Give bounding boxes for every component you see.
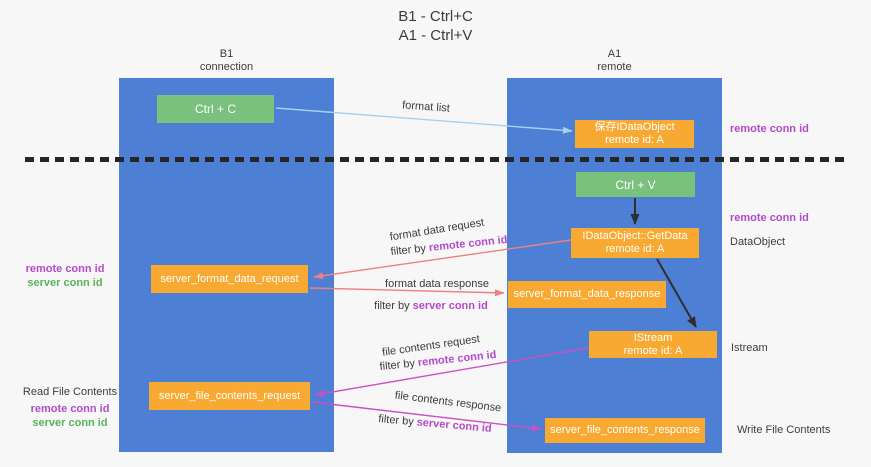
istream-line1: IStream — [633, 331, 673, 344]
istream-line2: remote id: A — [623, 344, 683, 357]
diagram-title: B1 - Ctrl+C A1 - Ctrl+V — [0, 7, 871, 45]
istream-annotation: Istream — [731, 342, 768, 354]
server-file-contents-request-label: server_file_contents_request — [158, 389, 301, 402]
lifeline-right-header: A1 remote — [507, 48, 722, 74]
istream-box: IStream remote id: A — [589, 331, 717, 358]
dataobject-annotation: DataObject — [730, 236, 786, 248]
format-data-response-label: format data response — [385, 278, 489, 290]
server-conn-id-key: server conn id — [416, 416, 493, 435]
filter-by-text: filter by — [379, 357, 416, 374]
getdata-line1: IDataObject::GetData — [582, 230, 688, 242]
remote-conn-id-annotation-top: remote conn id — [730, 123, 809, 135]
lifeline-right-name: A1 — [607, 48, 622, 60]
title-line-1: B1 - Ctrl+C — [398, 8, 473, 25]
read-file-contents-annotation: Read File Contents — [22, 386, 118, 398]
server-format-data-request-label: server_format_data_request — [160, 272, 299, 285]
save-idataobject-line2: remote id: A — [605, 134, 664, 146]
save-idataobject-box: 保存IDataObject remote id: A — [575, 120, 694, 148]
file-contents-response-label: file contents response — [394, 389, 502, 415]
server-file-contents-response-label: server_file_contents_response — [550, 424, 700, 436]
server-conn-id-annotation-bottom: server conn id — [32, 417, 108, 429]
filter-by-text: filter by — [374, 300, 410, 312]
lifeline-left-name: B1 — [219, 48, 234, 60]
ctrl-v-label: Ctrl + V — [615, 177, 656, 192]
remote-conn-id-annotation-mid: remote conn id — [730, 212, 809, 224]
filter-by-text: filter by — [377, 413, 415, 429]
ctrl-c-box: Ctrl + C — [157, 95, 274, 123]
server-format-data-request-box: server_format_data_request — [151, 265, 308, 293]
filter-by-text: filter by — [390, 242, 427, 259]
server-conn-id-key: server conn id — [412, 300, 488, 312]
title-line-2: A1 - Ctrl+V — [398, 27, 473, 44]
ctrl-c-label: Ctrl + C — [194, 102, 236, 116]
server-file-contents-response-box: server_file_contents_response — [545, 418, 705, 443]
lifeline-left-role: connection — [199, 61, 254, 73]
lifeline-right-role: remote — [597, 61, 632, 73]
dashed-separator-line — [25, 157, 847, 162]
getdata-line2: remote id: A — [605, 243, 665, 255]
idataobject-getdata-box: IDataObject::GetData remote id: A — [571, 228, 699, 258]
server-format-data-response-label: server_format_data_response — [513, 288, 661, 300]
server-conn-id-annotation-left: server conn id — [27, 277, 103, 289]
server-format-data-response-box: server_format_data_response — [508, 281, 666, 308]
lifeline-left-header: B1 connection — [119, 48, 334, 74]
write-file-contents-annotation: Write File Contents — [737, 424, 831, 436]
save-idataobject-line1: 保存IDataObject — [594, 121, 675, 133]
left-mid-annotation-block: remote conn id server conn id — [10, 262, 120, 290]
server-file-contents-request-box: server_file_contents_request — [149, 382, 310, 410]
remote-conn-id-annotation-left: remote conn id — [25, 263, 105, 275]
remote-conn-id-annotation-bottom: remote conn id — [30, 403, 110, 415]
left-bottom-annotation-block: Read File Contents remote conn id server… — [8, 385, 132, 430]
ctrl-v-box: Ctrl + V — [576, 172, 695, 197]
remote-conn-id-key: remote conn id — [428, 233, 508, 255]
format-list-label: format list — [401, 99, 451, 115]
